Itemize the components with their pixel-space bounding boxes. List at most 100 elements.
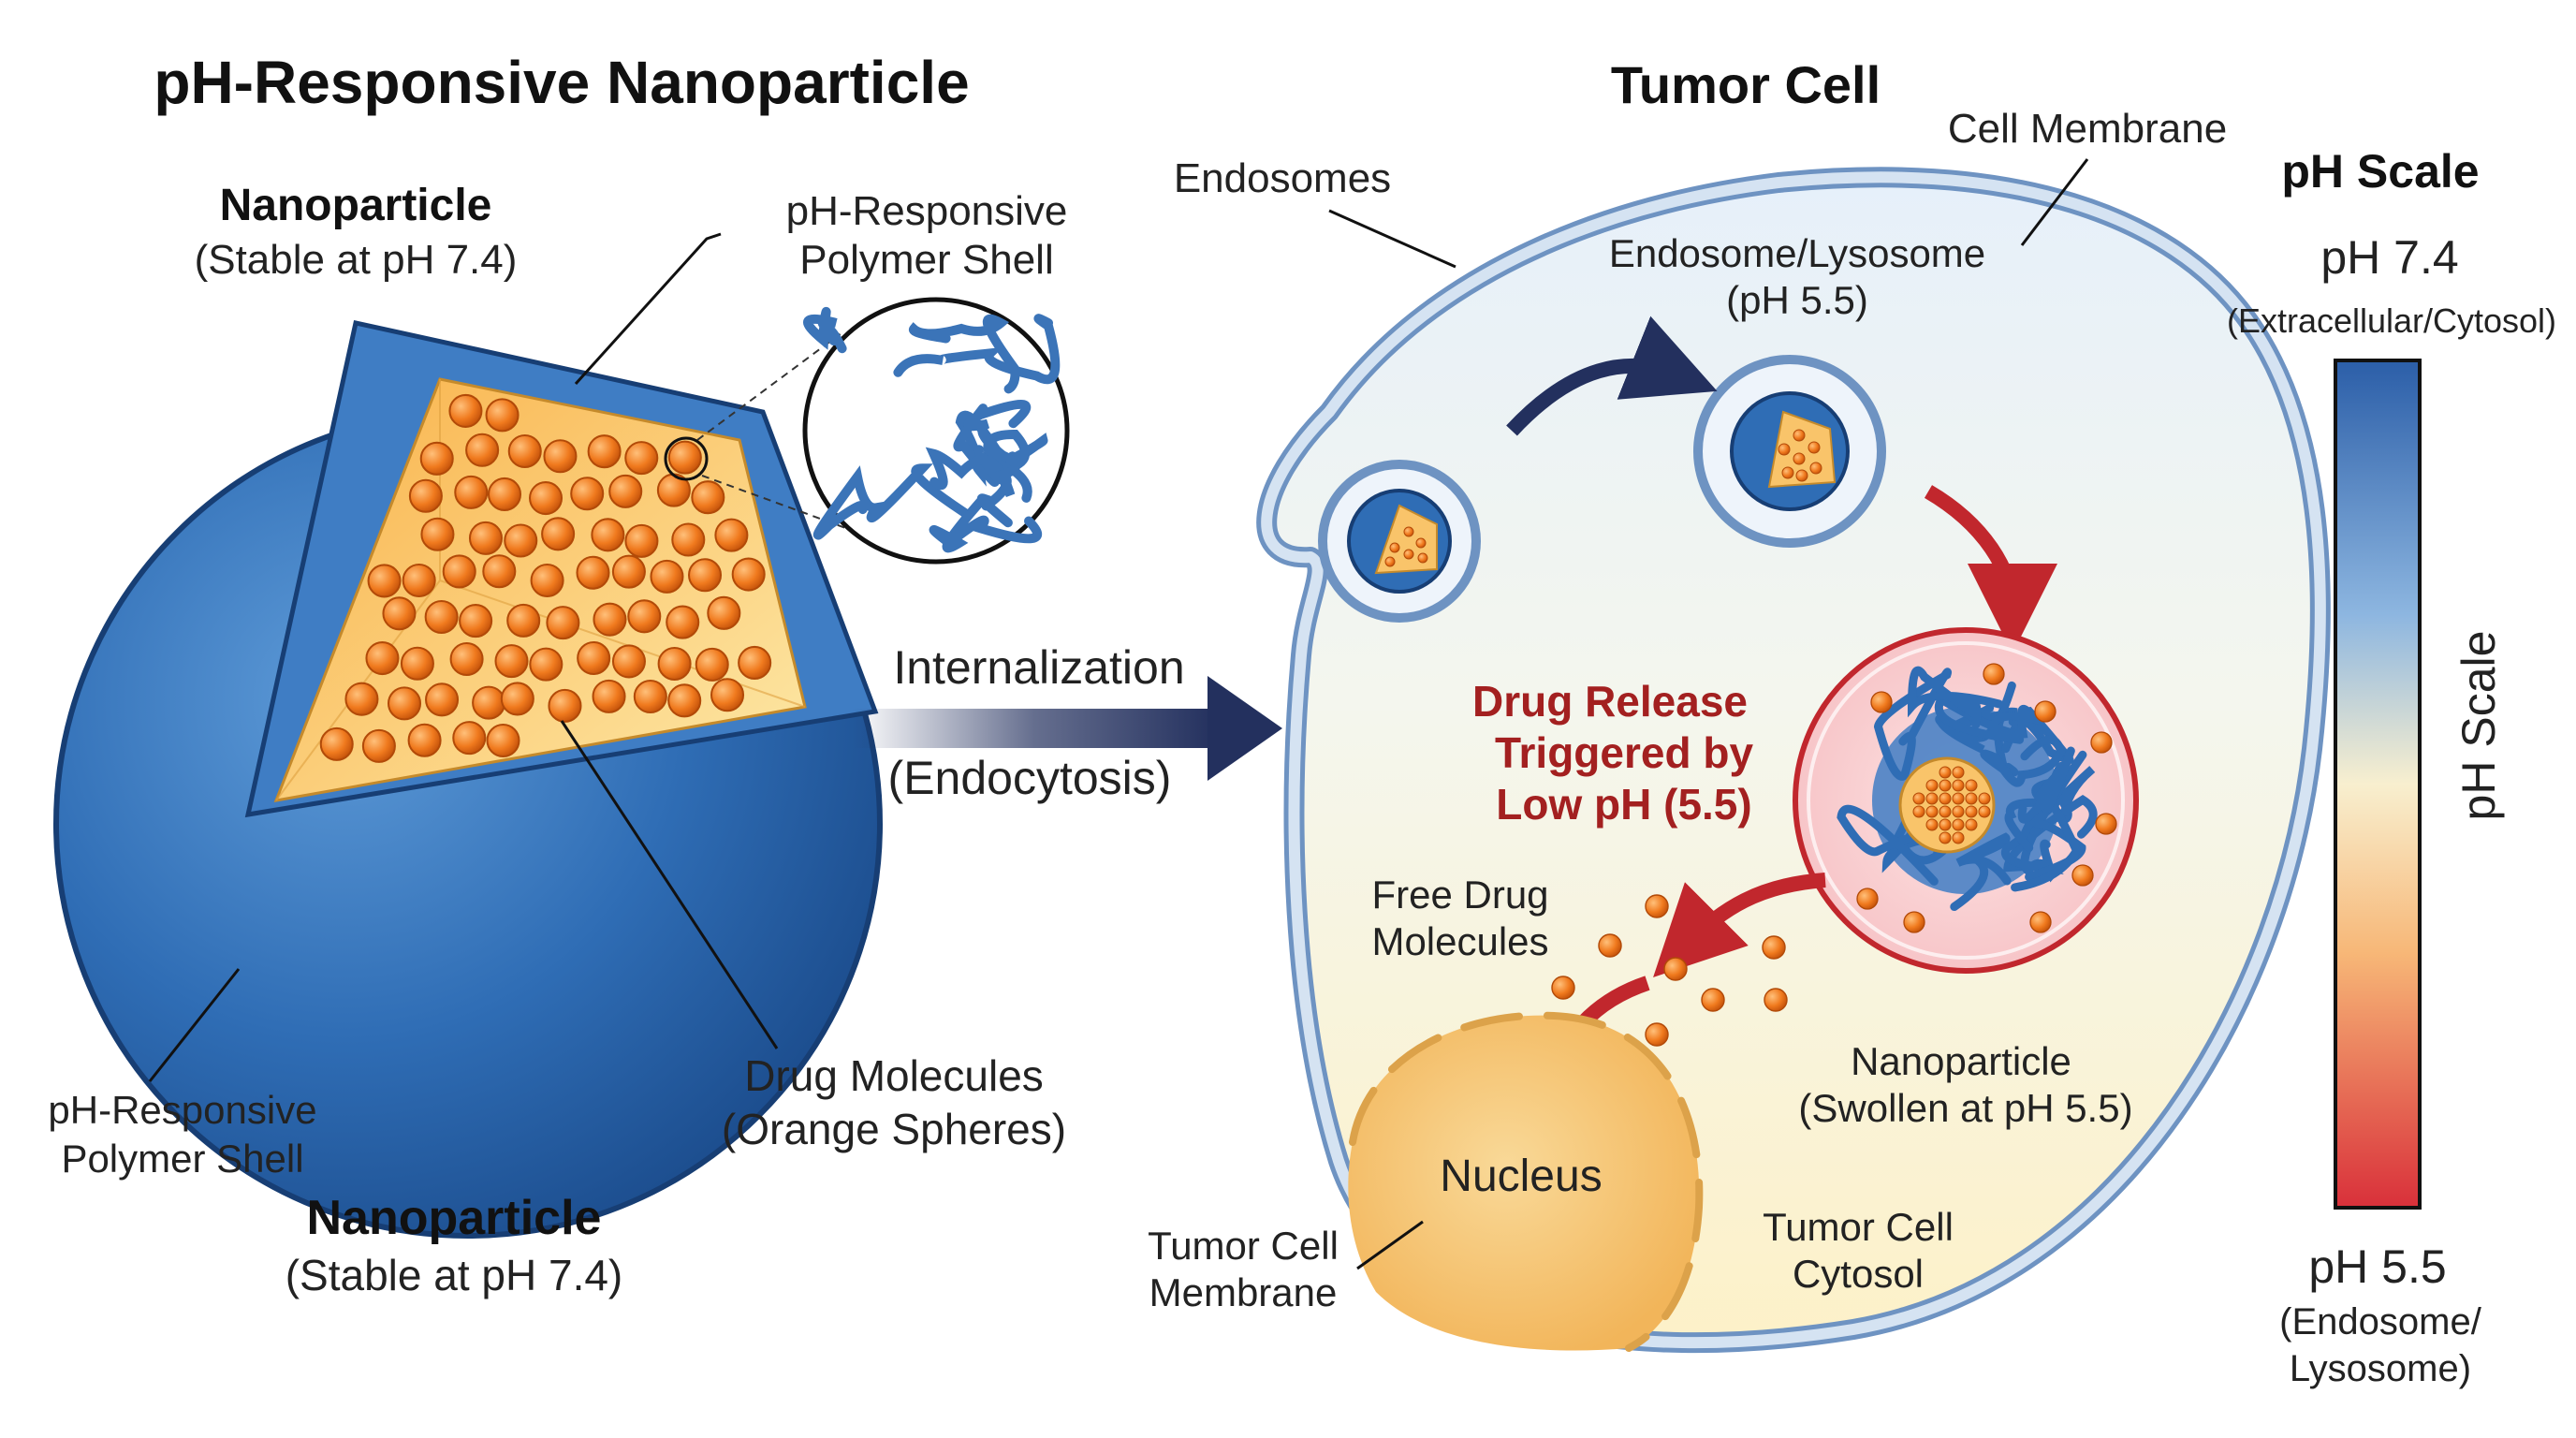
swollen-polymer-chain: [1907, 666, 2004, 729]
drug-sphere: [1952, 766, 1965, 779]
ph-bottom-value: pH 5.5: [2308, 1240, 2446, 1293]
drug-sphere: [367, 564, 402, 598]
drug-sphere: [714, 518, 749, 552]
drug-sphere: [731, 557, 766, 592]
drug-sphere: [507, 433, 542, 468]
ph-top-desc: (Extracellular/Cytosol): [2227, 301, 2556, 340]
nanoparticle-bottom-name: Nanoparticle: [307, 1191, 602, 1245]
polymer-chain: [812, 463, 973, 540]
transport-arrow: [1506, 315, 1718, 436]
internalization-label: Internalization: [893, 641, 1184, 694]
drug-sphere: [1808, 441, 1821, 454]
drug-sphere: [1952, 818, 1965, 831]
drug-sphere: [633, 680, 667, 714]
drug-sphere: [1939, 805, 1952, 818]
ph-top-value: pH 7.4: [2320, 231, 2458, 284]
drug-sphere: [500, 682, 534, 716]
drug-sphere: [608, 474, 643, 508]
drug-sphere: [452, 721, 487, 756]
drug-sphere: [1939, 779, 1952, 792]
free-drug-label-line2: Molecules: [1371, 919, 1548, 963]
tumor-membrane-label-line2: Membrane: [1149, 1270, 1338, 1314]
drug-sphere: [688, 558, 723, 593]
drug-sphere: [1939, 792, 1952, 805]
core-drug-spheres: [319, 393, 772, 763]
drug-sphere: [465, 433, 500, 467]
nanoparticle-bottom-state: (Stable at pH 7.4): [285, 1251, 623, 1299]
release-arrow: [1653, 873, 1826, 977]
endosome-lysosome-label: Endosome/Lysosome: [1609, 231, 1985, 275]
cytosol-label-line1: Tumor Cell: [1763, 1205, 1954, 1249]
shell-label-bottom-line1: pH-Responsive: [48, 1088, 316, 1132]
drug-sphere: [650, 559, 684, 594]
polymer-chain: [803, 307, 847, 354]
drug-sphere: [449, 641, 484, 677]
drug-sphere: [1793, 429, 1806, 442]
drug-label-line1: Drug Molecules: [744, 1051, 1044, 1100]
acidification-arrow: [1924, 485, 2057, 653]
drug-sphere: [624, 441, 659, 476]
free-drug-sphere: [1645, 1022, 1669, 1047]
drug-sphere: [472, 685, 506, 720]
drug-sphere: [1939, 818, 1952, 831]
drug-sphere: [459, 604, 493, 638]
drug-sphere: [1781, 466, 1794, 479]
drug-sphere: [319, 726, 354, 761]
drug-sphere: [1925, 805, 1939, 818]
polymer-chain: [963, 399, 1032, 511]
drug-sphere: [425, 682, 460, 717]
drug-sphere: [529, 647, 564, 682]
drug-sphere: [1952, 779, 1965, 792]
drug-sphere: [1795, 469, 1808, 482]
drug-sphere: [1925, 792, 1939, 805]
drug-sphere: [1415, 537, 1427, 549]
drug-sphere: [691, 480, 725, 515]
polymer-chains: [803, 307, 1061, 553]
swollen-polymer-chains: [1837, 666, 2098, 911]
drug-sphere: [454, 475, 489, 509]
swollen-polymer-chain: [1873, 668, 1953, 781]
drug-sphere: [707, 595, 741, 630]
drug-sphere: [695, 647, 729, 682]
swollen-polymer-chain: [1950, 832, 2012, 911]
drug-sphere: [424, 599, 459, 634]
drug-sphere: [710, 678, 745, 712]
drug-sphere: [2034, 700, 2056, 723]
shell-label-top-line2: Polymer Shell: [799, 237, 1053, 283]
polymer-chain: [908, 314, 1020, 394]
drug-sphere: [738, 645, 772, 680]
drug-sphere: [1870, 691, 1893, 713]
drug-sphere: [442, 554, 476, 589]
drug-sphere: [577, 640, 611, 676]
swollen-polymer-chain: [1934, 693, 2042, 744]
polymer-chain: [929, 493, 1042, 553]
release-label-line2: Triggered by: [1495, 728, 1753, 777]
drug-sphere: [587, 434, 622, 469]
drug-sphere: [1912, 792, 1925, 805]
drug-sphere: [1952, 805, 1965, 818]
swollen-polymer-chain: [1980, 735, 2066, 787]
drug-sphere: [657, 646, 692, 681]
drug-sphere: [2029, 911, 2052, 933]
tumor-membrane-label-line1: Tumor Cell: [1148, 1224, 1339, 1268]
cell-membrane-leader: [2020, 158, 2089, 246]
drug-sphere: [1978, 805, 1991, 818]
drug-sphere: [506, 603, 541, 638]
polymer-chain: [925, 445, 1016, 497]
drug-sphere: [365, 641, 400, 676]
drug-sphere: [494, 644, 529, 679]
endocytosis-label: (Endocytosis): [888, 752, 1172, 804]
drug-sphere: [344, 682, 379, 716]
swollen-label-line1: Nanoparticle: [1851, 1039, 2071, 1083]
free-drug-label-line1: Free Drug: [1371, 873, 1548, 917]
drug-sphere: [591, 518, 625, 552]
drug-sphere: [448, 393, 483, 428]
shell-label-bottom-leader: [148, 968, 241, 1082]
free-drug-sphere: [1598, 933, 1622, 958]
drug-sphere: [1925, 818, 1939, 831]
drug-sphere: [543, 439, 578, 474]
cell-membrane-label: Cell Membrane: [1948, 106, 2227, 152]
shell-label-top-line1: pH-Responsive: [786, 188, 1068, 234]
endosomes-label: Endosomes: [1174, 155, 1391, 201]
drug-sphere: [667, 683, 702, 718]
